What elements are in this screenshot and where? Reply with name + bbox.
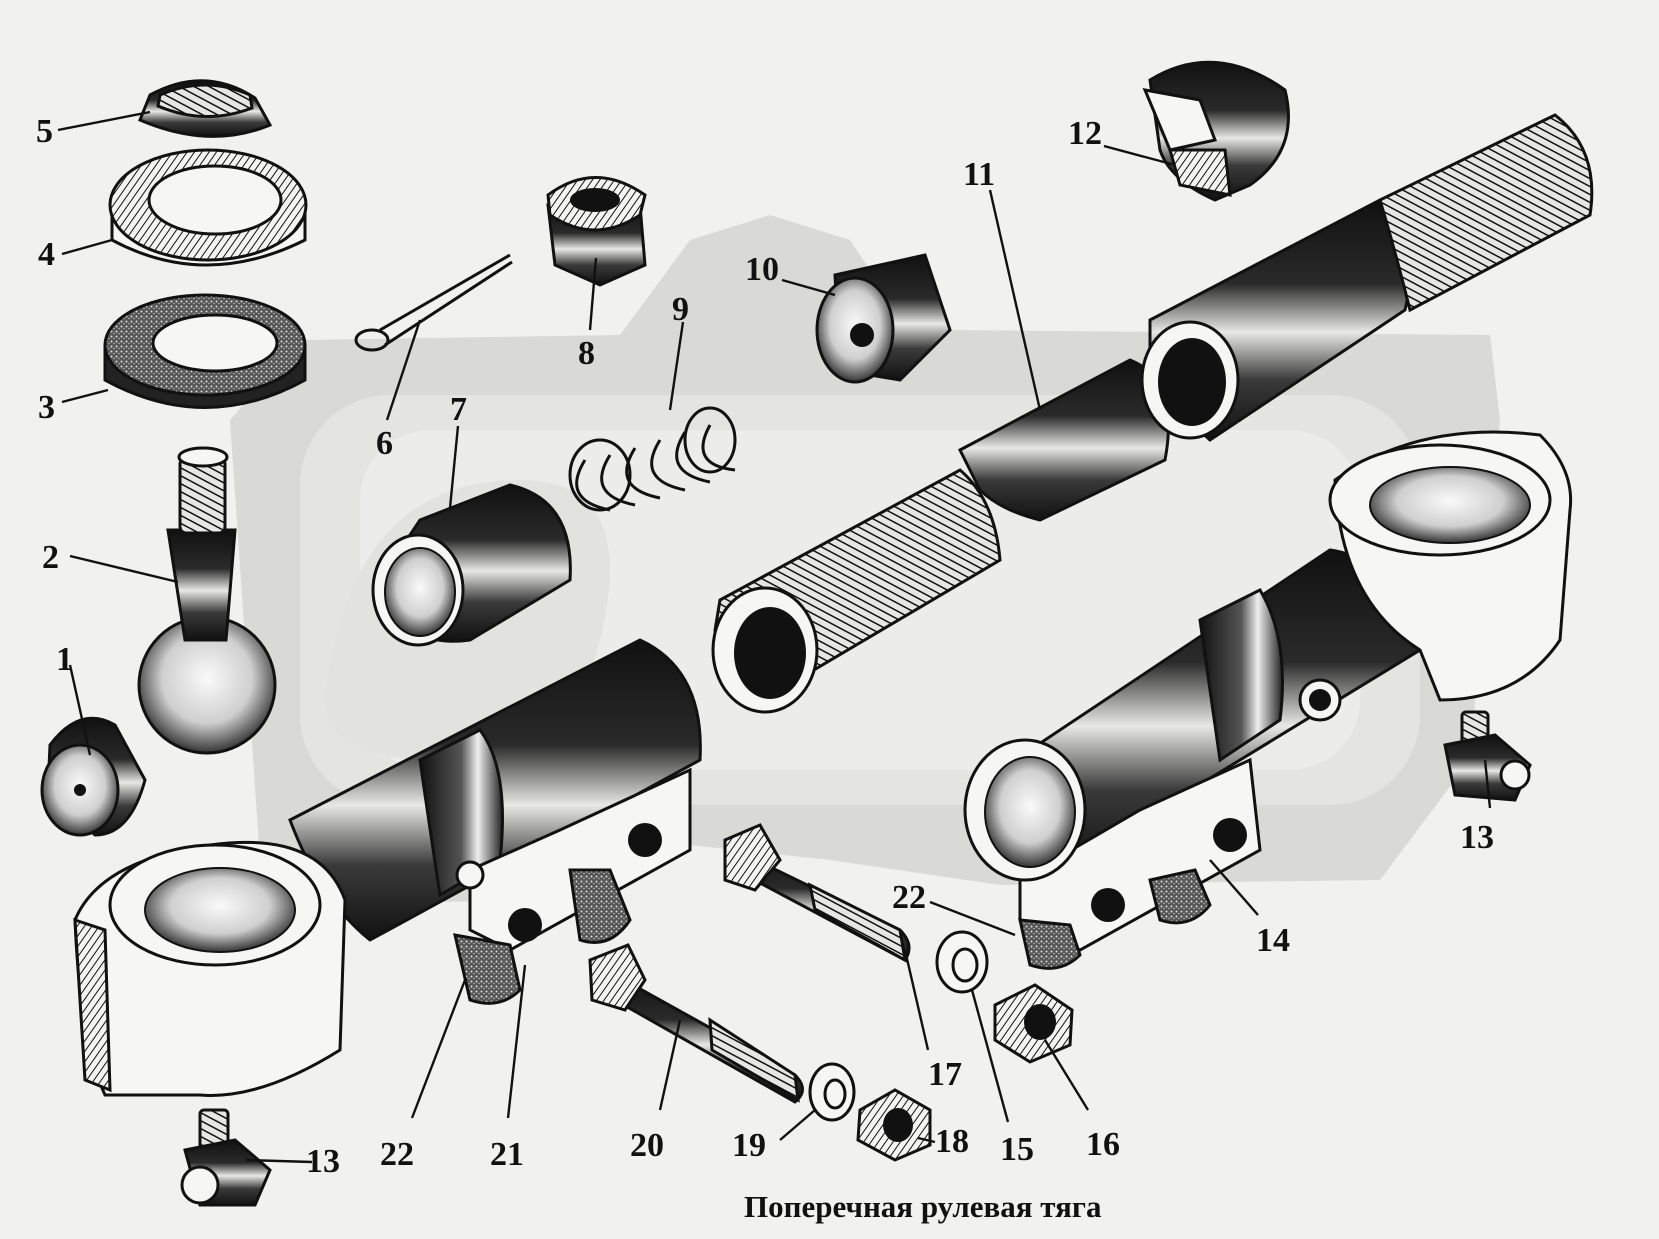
label-21: 21: [490, 1136, 524, 1173]
label-9: 9: [672, 291, 689, 328]
part-15-spring-washer: [935, 930, 989, 994]
left-tie-rod-end: [73, 638, 702, 1097]
part-10-slotted-insert: [815, 253, 952, 384]
label-2: 2: [42, 539, 59, 576]
part-11-threaded-tube: [711, 358, 1170, 714]
part-8-castle-nut: [546, 176, 647, 287]
label-11: 11: [963, 156, 995, 193]
label-6: 6: [376, 425, 393, 462]
label-19: 19: [732, 1127, 766, 1164]
part-20-bolt: [588, 943, 804, 1104]
part-6-cotter-pin: [354, 253, 513, 352]
diagram-caption: Поперечная рулевая тяга: [744, 1189, 1102, 1224]
part-18-hex-nut: [856, 1088, 932, 1162]
label-8: 8: [578, 335, 595, 372]
label-17: 17: [928, 1056, 962, 1093]
right-tie-rod-end: [963, 430, 1573, 970]
label-3: 3: [38, 389, 55, 426]
part-3-felt-washer: [103, 293, 307, 409]
label-10: 10: [745, 251, 779, 288]
part-7-bushing: [371, 483, 572, 647]
part-2-ball-pin: [137, 446, 277, 755]
part-17-bolt: [723, 823, 911, 963]
part-19-spring-washer: [808, 1062, 856, 1122]
label-22-left: 22: [380, 1136, 414, 1173]
part-5-threaded-cap: [138, 79, 273, 138]
part-labels: 5 4 3 2 1 6 7 8 9 10 11 12 13 13 14 15 1…: [36, 113, 1494, 1180]
label-18: 18: [935, 1123, 969, 1160]
label-14: 14: [1256, 922, 1290, 959]
label-7: 7: [450, 391, 467, 428]
part-9-spring: [568, 406, 737, 512]
label-22-right: 22: [892, 879, 926, 916]
part-13-grease-fitting-left: [180, 1108, 272, 1207]
label-13-right: 13: [1460, 819, 1494, 856]
label-4: 4: [38, 236, 55, 273]
part-16-hex-nut: [993, 983, 1074, 1064]
label-20: 20: [630, 1127, 664, 1164]
label-1: 1: [56, 641, 73, 678]
part-11-threaded-tube-right: [1140, 113, 1594, 442]
leader-lines: [57, 110, 1492, 1164]
label-16: 16: [1086, 1126, 1120, 1163]
part-13-grease-fitting-right: [1443, 710, 1532, 802]
label-13-left: 13: [306, 1143, 340, 1180]
label-12: 12: [1068, 115, 1102, 152]
label-15: 15: [1000, 1131, 1034, 1168]
part-4-flat-washer: [108, 148, 308, 267]
part-1-plug: [40, 716, 147, 837]
label-5: 5: [36, 113, 53, 150]
part-12-slotted-insert: [1142, 60, 1290, 202]
